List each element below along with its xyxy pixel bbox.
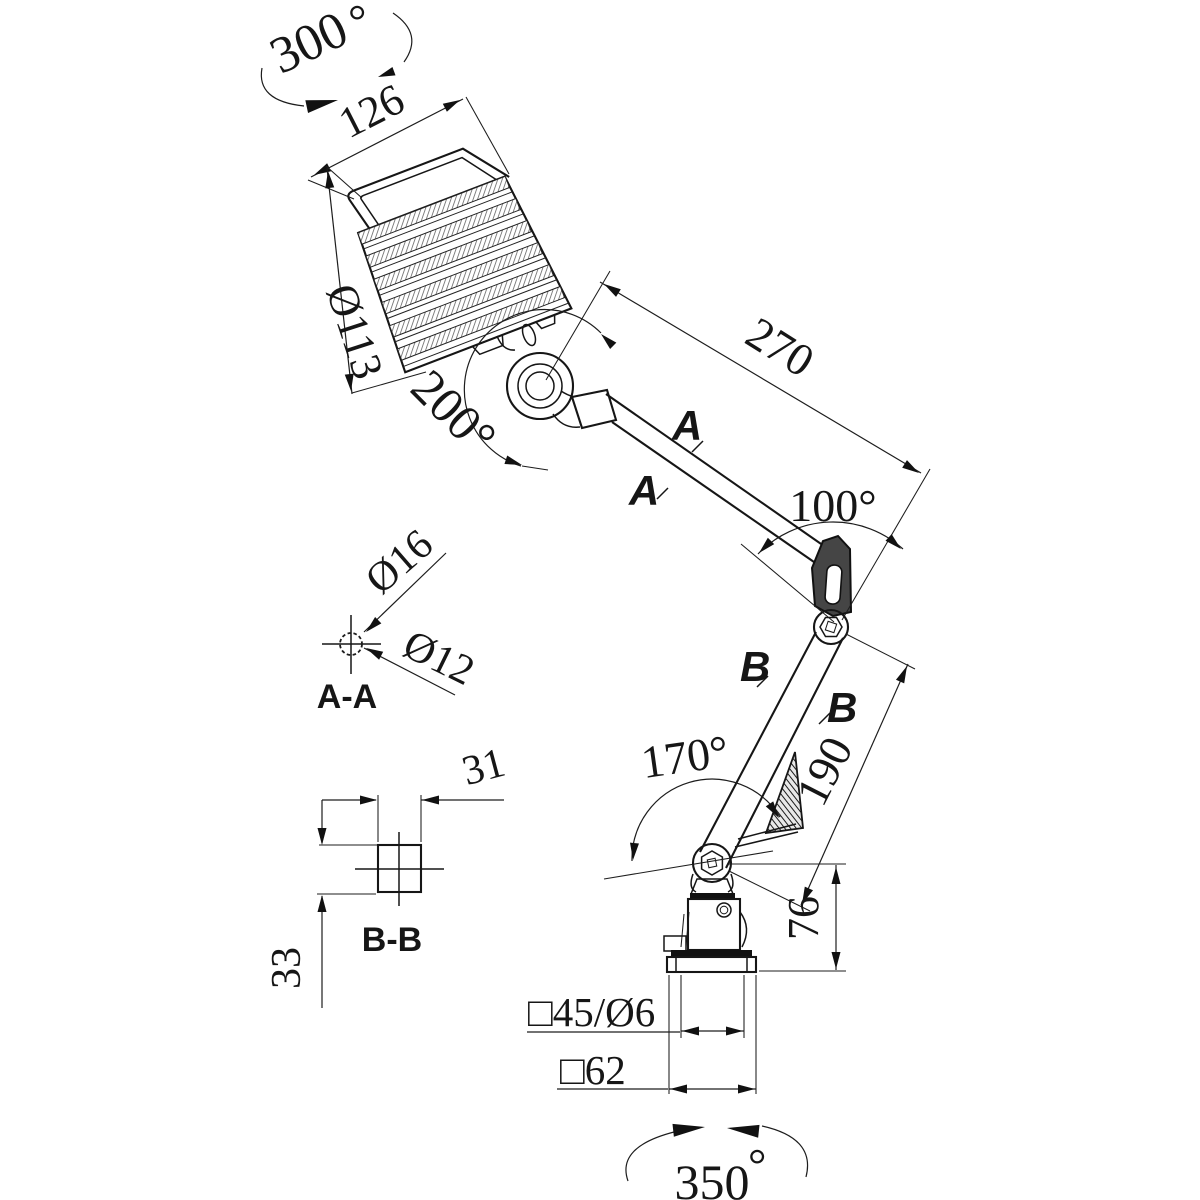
elbow-joint (810, 534, 853, 646)
base-screw (716, 902, 732, 918)
base-joint-hex (700, 850, 724, 876)
dim-head-length: 126 (307, 74, 510, 200)
section-marks-b: B B (740, 643, 857, 731)
detail-a-inner-dia: Ø12 (396, 622, 481, 695)
elbow-bolt (812, 608, 850, 646)
detail-b-height: 33 (264, 947, 310, 989)
section-b-letter-1: B (740, 643, 770, 690)
dim-base-plate: □45/Ø6 □62 (527, 975, 757, 1094)
elbow-slot (824, 564, 843, 605)
head-bottom-tab2 (534, 313, 556, 330)
rotation-base-swivel-degree: ° (748, 1139, 766, 1190)
base-flange-band (671, 950, 752, 957)
angle-base-tilt-value: 170° (638, 725, 732, 788)
angle-elbow-value: 100° (789, 480, 876, 531)
lamp-head (347, 147, 573, 374)
rotation-head-swivel-degree: ° (348, 0, 366, 46)
base-cable-tab (663, 935, 687, 952)
pivot-knob (521, 323, 537, 347)
base-joint (691, 842, 733, 884)
detail-b-title: B-B (362, 921, 422, 959)
head-fins (357, 175, 569, 367)
elbow-bolt-hex (819, 616, 843, 638)
detail-a-title: A-A (317, 678, 377, 716)
base-neck-band (690, 893, 735, 899)
angle-base-tilt: 170° (603, 725, 783, 880)
dim-upper-arm-value: 270 (737, 307, 823, 387)
detail-b-b: 31 33 B-B (264, 740, 510, 1008)
section-a-letter-2: A (628, 467, 659, 514)
rotation-base-swivel-value: 350 (675, 1154, 750, 1200)
rotation-head-swivel-value: 300 (262, 1, 357, 86)
detail-b-width: 31 (457, 740, 509, 795)
dim-head-length-value: 126 (331, 74, 412, 148)
section-b-letter-2: B (827, 684, 857, 731)
arm-clamp-collar (570, 388, 618, 430)
dim-base-height-value: 76 (779, 896, 828, 940)
upper-arm (605, 393, 825, 563)
rotation-base-swivel: 350 ° (625, 1120, 809, 1200)
dim-upper-arm: 270 (545, 270, 931, 621)
section-a-letter-1: A (671, 402, 702, 449)
base-assembly (663, 842, 758, 974)
section-marks-a: A A (628, 402, 704, 514)
dim-plate-top-value: □45/Ø6 (528, 989, 655, 1035)
detail-a-outer-dia: Ø16 (357, 521, 442, 603)
angle-elbow: 100° (740, 480, 905, 623)
dim-head-diameter: Ø113 (317, 165, 427, 395)
dim-plate-bottom-value: □62 (560, 1047, 626, 1093)
base-flange (665, 955, 758, 974)
base-body (686, 897, 742, 952)
detail-a-a: Ø16 Ø12 A-A (317, 521, 482, 716)
head-pivot-joint (496, 323, 618, 430)
dim-base-height: 76 (729, 863, 846, 972)
